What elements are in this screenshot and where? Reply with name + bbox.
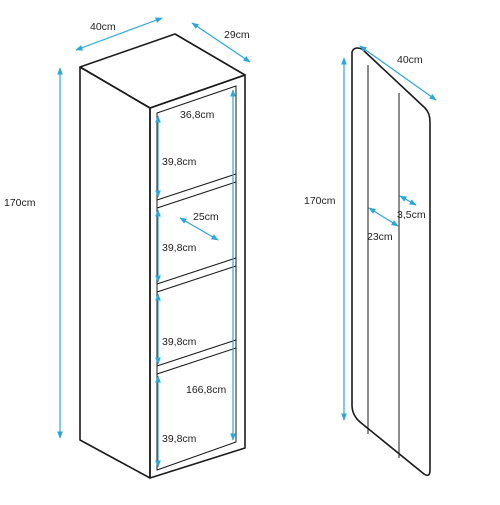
label-top-compartment: 36,8cm: [180, 109, 215, 121]
label-compartment-1: 39,8cm: [162, 156, 197, 168]
shelf-depth-line: [179, 217, 219, 241]
cabinet-top-face: [79, 33, 246, 109]
cabinet-drawing: [79, 33, 246, 479]
shelf-1: [156, 173, 237, 209]
label-shelf-depth: 25cm: [193, 211, 219, 223]
label-door-groove-width: 3,5cm: [397, 209, 426, 221]
door-groove-depth-line: [368, 207, 399, 227]
door-width-line: [359, 45, 437, 101]
label-door-groove-depth: 23cm: [367, 231, 393, 243]
label-cabinet-height: 170cm: [4, 197, 36, 209]
door-groove-width-line: [399, 195, 417, 206]
label-cabinet-width: 40cm: [90, 21, 116, 33]
cabinet-front-frame: [149, 74, 246, 479]
depth-dimension-line: [191, 22, 251, 63]
label-inner-height: 166,8cm: [186, 384, 227, 396]
cabinet-dimension-lines: [57, 17, 251, 468]
label-compartment-3: 39,8cm: [162, 336, 197, 348]
door-dimension-lines: [341, 45, 437, 421]
label-door-width: 40cm: [397, 54, 423, 66]
label-cabinet-depth: 29cm: [224, 29, 250, 41]
label-compartment-4: 39,8cm: [162, 433, 197, 445]
label-compartment-2: 39,8cm: [162, 242, 197, 254]
cabinet-side-face: [79, 66, 151, 479]
label-door-height: 170cm: [304, 195, 336, 207]
door-drawing: [351, 47, 431, 477]
shelf-2: [156, 257, 237, 293]
door-panel: [351, 47, 431, 477]
cabinet-inner-opening: [156, 85, 237, 471]
width-dimension-line: [75, 17, 163, 51]
